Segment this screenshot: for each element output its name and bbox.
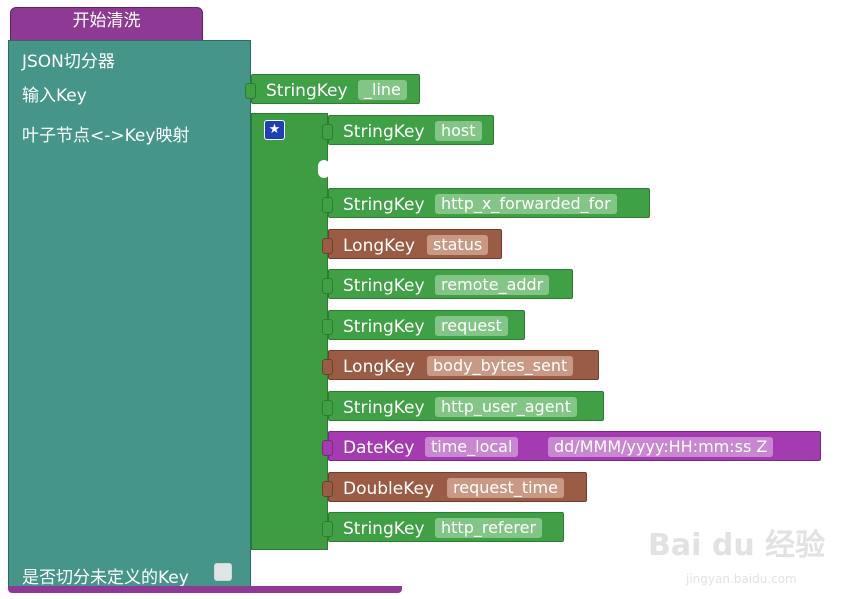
key-type-label: StringKey [343, 276, 425, 296]
key-type-label: StringKey [343, 519, 425, 539]
splitter-title: JSON切分器 [22, 52, 115, 72]
watermark-logo: Bai du 经验 [648, 528, 826, 563]
key-name-field[interactable]: http_user_agent [435, 397, 577, 417]
key-name-field[interactable]: request_time [447, 478, 564, 498]
key-name-field[interactable]: remote_addr [435, 275, 550, 295]
key-name-field[interactable]: host [435, 121, 482, 141]
start-clean-block[interactable] [10, 7, 203, 41]
key-type-label: DoubleKey [343, 479, 435, 499]
key-type-label: LongKey [343, 357, 415, 377]
watermark-url: jingyan.baidu.com [686, 572, 797, 586]
star-icon[interactable]: ★ [264, 120, 285, 140]
mapping-item[interactable]: StringKey host [322, 115, 494, 145]
key-name-field[interactable]: time_local [425, 437, 519, 457]
empty-slot-connector [318, 160, 330, 178]
key-name-field[interactable]: request [435, 316, 508, 336]
undefined-key-label: 是否切分未定义的Key [22, 568, 189, 588]
mapping-item[interactable]: DoubleKey request_time [322, 472, 587, 502]
start-clean-label: 开始清洗 [72, 11, 141, 31]
input-key-label: 输入Key [22, 86, 87, 106]
json-splitter-block[interactable] [8, 40, 251, 588]
mapping-item[interactable]: LongKey body_bytes_sent [322, 350, 599, 380]
undefined-key-checkbox[interactable] [214, 563, 232, 581]
key-name-field[interactable]: status [427, 235, 489, 255]
input-key-name-field[interactable]: _line [358, 80, 407, 100]
mapping-item[interactable]: StringKey http_referer [322, 512, 564, 542]
key-type-label: LongKey [343, 236, 415, 256]
input-key-block[interactable]: StringKey _line [245, 74, 420, 104]
key-name-field[interactable]: http_referer [435, 518, 543, 538]
mapping-item[interactable]: StringKey remote_addr [322, 269, 573, 299]
key-type-label: StringKey [343, 195, 425, 215]
leaf-map-label: 叶子节点<->Key映射 [22, 126, 190, 146]
key-type-label: StringKey [343, 122, 425, 142]
mapping-list-container [251, 113, 328, 550]
key-type-label: DateKey [343, 438, 415, 458]
key-type-label: StringKey [343, 398, 425, 418]
key-name-field[interactable]: http_x_forwarded_for [435, 194, 617, 214]
next-block-edge [8, 586, 402, 593]
mapping-item[interactable]: StringKey request [322, 310, 525, 340]
mapping-item[interactable]: LongKey status [322, 229, 502, 259]
date-format-field[interactable]: dd/MMM/yyyy:HH:mm:ss Z [548, 437, 774, 457]
key-name-field[interactable]: body_bytes_sent [427, 356, 574, 376]
mapping-item[interactable]: StringKey http_user_agent [322, 391, 604, 421]
mapping-item[interactable]: StringKey http_x_forwarded_for [322, 188, 650, 218]
input-key-type: StringKey [266, 81, 348, 101]
key-type-label: StringKey [343, 317, 425, 337]
mapping-item[interactable]: DateKey time_local dd/MMM/yyyy:HH:mm:ss … [322, 431, 821, 461]
